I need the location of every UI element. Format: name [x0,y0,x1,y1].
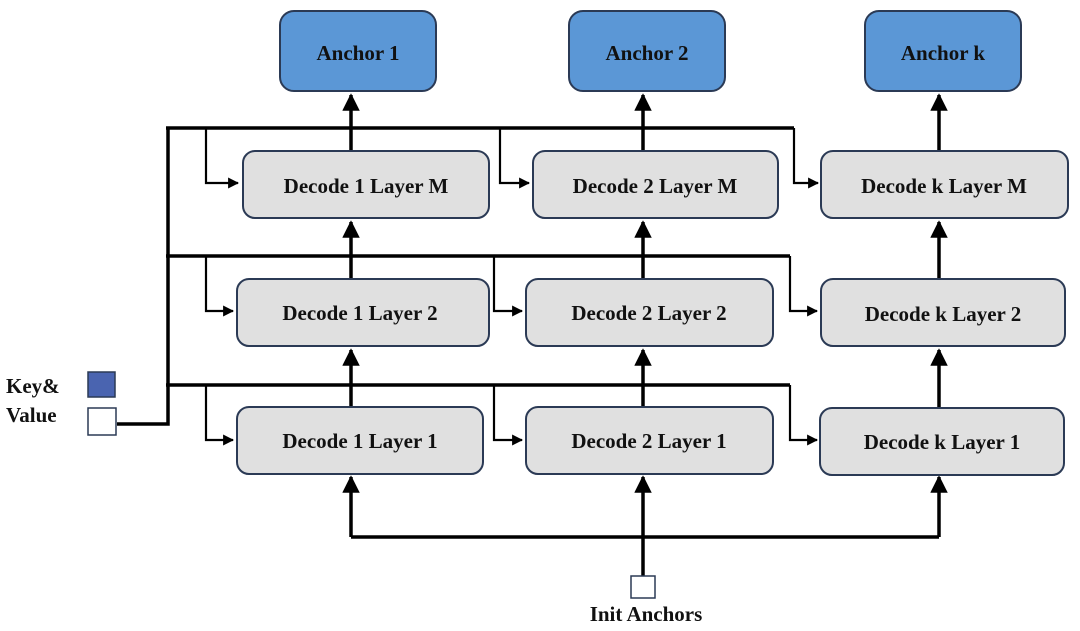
decoder-box [819,407,1065,476]
decoder-label: Decode 2 Layer 1 [571,429,726,453]
decoder-column-k: Decode k Layer M Decode k Layer 2 Decode… [819,150,1069,476]
decoder-label: Decode 1 Layer 2 [282,301,437,325]
decoder-box [236,406,484,475]
anchor-box-shape [568,10,726,92]
branch-arrow [498,128,531,189]
anchor-label: Anchor k [901,41,986,65]
branch-arrow [204,128,240,189]
decoder-box [525,278,774,347]
decoder-label: Decode k Layer M [861,174,1027,198]
decoder-label: Decode 2 Layer 2 [571,301,726,325]
anchor-box-shape [864,10,1022,92]
decoder-column-2: Decode 2 Layer M Decode 2 Layer 2 Decode… [525,150,779,475]
key-value-label-line1: Key& [6,374,60,398]
decoder-box [242,150,490,219]
decoder-box [820,150,1069,219]
branch-arrow [788,385,819,446]
anchor-label: Anchor 2 [605,41,688,65]
init-anchors-label: Init Anchors [590,602,703,626]
branch-arrow [492,256,524,317]
branch-arrow [204,385,235,446]
decoder-label: Decode 1 Layer M [284,174,449,198]
decoder-box [532,150,779,219]
decoder-label: Decode k Layer 1 [864,430,1021,454]
anchor-boxes: Anchor 1 Anchor 2 Anchor k [279,10,1022,92]
branch-arrow [792,128,820,189]
key-value-legend: Key& Value [6,371,117,436]
decoder-label: Decode 1 Layer 1 [282,429,437,453]
branch-arrow [492,385,524,446]
decoder-column-1: Decode 1 Layer M Decode 1 Layer 2 Decode… [236,150,490,475]
decoder-label: Decode 2 Layer M [573,174,738,198]
anchor-label: Anchor 1 [316,41,399,65]
anchor-box-k: Anchor k [864,10,1022,92]
value-swatch [87,407,117,436]
anchor-box-1: Anchor 1 [279,10,437,92]
decoder-label: Decode k Layer 2 [865,302,1022,326]
kv-feed-line [117,128,170,426]
vertical-flow-arrows [342,93,948,407]
init-anchor-lines [342,475,948,576]
bus-branch-arrows [204,128,820,446]
anchor-box-2: Anchor 2 [568,10,726,92]
decoder-box [236,278,490,347]
key-swatch [87,371,116,398]
branch-arrow [788,256,819,317]
anchor-box-shape [279,10,437,92]
key-value-label-line2: Value [6,403,57,427]
init-anchors: Init Anchors [590,575,703,626]
init-anchors-swatch [630,575,656,599]
decoder-box [820,278,1066,347]
connector-lines [117,126,794,426]
decoder-box [525,406,774,475]
branch-arrow [204,256,235,317]
